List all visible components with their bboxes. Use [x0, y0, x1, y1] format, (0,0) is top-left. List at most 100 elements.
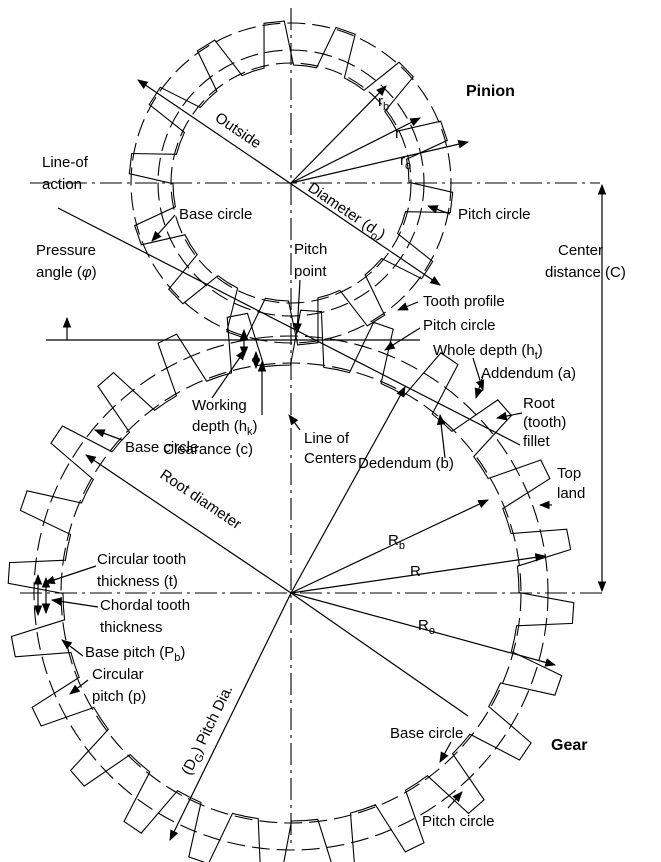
pinion-pitch-radius-line	[290, 117, 421, 184]
addendum-leader	[474, 375, 484, 400]
whole-depth-main: Whole depth (h	[433, 342, 535, 359]
gear-outside-radius-line	[290, 592, 557, 667]
center-distance-label-1: Center	[558, 242, 603, 259]
diameter-do-main: Diameter (d	[305, 179, 379, 237]
root-fillet-label-1: Root	[523, 395, 556, 412]
outside-label: Outside	[212, 109, 264, 152]
gear-tooth-outline	[7, 309, 575, 862]
chordal-thickness-leader	[50, 597, 99, 608]
base-pitch-label: Base pitch (Pb)	[85, 644, 185, 664]
gear-radius-to-tooth	[290, 386, 406, 594]
root-diameter-label: Root diameter	[157, 466, 245, 533]
pitch-dia-main: (D	[178, 756, 200, 778]
pitch-circle-bottom-leader	[447, 791, 463, 809]
working-depth-end: )	[253, 418, 258, 435]
pressure-angle-phi: φ	[82, 264, 92, 281]
root-fillet-label-2: (tooth)	[523, 414, 566, 431]
line-of-action-label-1: Line-of	[42, 154, 89, 171]
line-of-centers-label-1: Line of	[304, 430, 350, 447]
pitch-circle-pinion-leader	[426, 205, 451, 215]
dedendum-leader	[436, 413, 446, 459]
ro-main: r	[400, 152, 405, 169]
whole-depth-sub: t	[535, 350, 538, 362]
base-circle-pinion-leader	[151, 214, 176, 242]
working-depth-label-2: depth (hk)	[192, 418, 258, 438]
base-pitch-end: )	[180, 644, 185, 661]
clearance-label: Clearance (c)	[163, 441, 253, 458]
gear-radius-extension	[290, 592, 469, 717]
pressure-angle-end: )	[92, 264, 97, 281]
Rb-main: R	[388, 532, 399, 549]
pitch-circle-pinion-label: Pitch circle	[458, 206, 531, 223]
base-circle-pinion-label: Base circle	[179, 206, 252, 223]
gear-Rb-label: Rb	[388, 532, 405, 552]
root-diameter-line	[85, 454, 292, 594]
pinion-ro-label: ro	[400, 152, 411, 172]
chordal-thickness-label-2: thickness	[100, 619, 163, 636]
gear-pitch-diameter-line	[169, 592, 292, 841]
pitch-circle-bottom-label: Pitch circle	[422, 813, 495, 830]
tooth-profile-label: Tooth profile	[423, 293, 505, 310]
base-circle-gear-bottom-leader	[439, 741, 452, 763]
pressure-angle-text: angle (	[36, 264, 82, 281]
circular-pitch-label-1: Circular	[92, 666, 144, 683]
pitch-point-label-2: point	[294, 263, 327, 280]
dedendum-label: Dedendum (b)	[358, 455, 454, 472]
working-depth-sub: k	[247, 426, 253, 438]
gear-R-label: R	[410, 563, 421, 580]
Rb-sub: b	[399, 540, 405, 552]
pinion-outside-radius-line	[290, 139, 470, 184]
whole-depth-end: )	[538, 342, 543, 359]
circular-tooth-thickness-label-1: Circular tooth	[97, 551, 186, 568]
root-fillet-leader	[495, 411, 523, 421]
pinion-base-radius-line	[290, 85, 387, 184]
top-land-label-2: land	[557, 485, 585, 502]
whole-depth-leader	[472, 357, 485, 392]
base-pitch-main: Base pitch (P	[85, 644, 174, 661]
base-circle-gear-bottom-label: Base circle	[390, 725, 463, 742]
whole-depth-label: Whole depth (ht)	[433, 342, 543, 362]
gear-pitch-radius-line	[290, 553, 547, 594]
root-fillet-label-3: fillet	[523, 433, 551, 450]
rb-sub: b	[383, 101, 389, 113]
gear-Ro-label: Ro	[418, 617, 435, 637]
Ro-main: R	[418, 617, 429, 634]
line-of-centers-leader	[288, 414, 301, 431]
pitch-point-leader	[293, 279, 302, 335]
working-depth-leader	[211, 349, 246, 399]
Ro-sub: o	[429, 625, 435, 637]
chordal-thickness-label-1: Chordal tooth	[100, 597, 190, 614]
gear-label: Gear	[551, 737, 587, 754]
base-circle-gear-left-label: Base circle	[125, 439, 198, 456]
line-of-action-label-2: action	[42, 176, 82, 193]
base-circle-gear-leader	[93, 429, 123, 441]
gear-pitch-dia-label: (DG) Pitch Dia.	[178, 682, 239, 779]
ro-sub: o	[405, 160, 411, 172]
line-of-action	[57, 207, 521, 446]
circular-pitch-label-2: pitch (p)	[92, 688, 146, 705]
base-pitch-leader	[61, 639, 84, 657]
working-depth-label-1: Working	[192, 397, 247, 414]
tooth-profile-leader	[396, 301, 419, 311]
circular-thickness-leader	[43, 565, 97, 585]
pinion-rb-label: rb	[378, 93, 389, 113]
pinion-label: Pinion	[466, 83, 515, 100]
working-depth-main: depth (h	[192, 418, 247, 435]
pinion-r-label: r	[395, 125, 400, 142]
pitch-circle-mid-label: Pitch circle	[423, 317, 496, 334]
pressure-angle-label-2: angle (φ)	[36, 264, 97, 281]
top-land-label-1: Top	[557, 465, 581, 482]
line-of-centers-label-2: Centers	[304, 450, 357, 467]
rb-main: r	[378, 93, 383, 110]
diameter-do-label: Diameter (do)	[303, 179, 388, 246]
base-pitch-sub: b	[174, 652, 180, 664]
gear-base-radius-line	[290, 499, 489, 594]
diameter-do-sub: o	[368, 230, 380, 243]
addendum-label: Addendum (a)	[481, 365, 576, 382]
outside-diameter-line	[137, 79, 441, 286]
pitch-circle-mid-leader	[384, 327, 421, 351]
pressure-angle-label-1: Pressure	[36, 242, 96, 259]
circular-pitch-leader	[69, 679, 89, 695]
